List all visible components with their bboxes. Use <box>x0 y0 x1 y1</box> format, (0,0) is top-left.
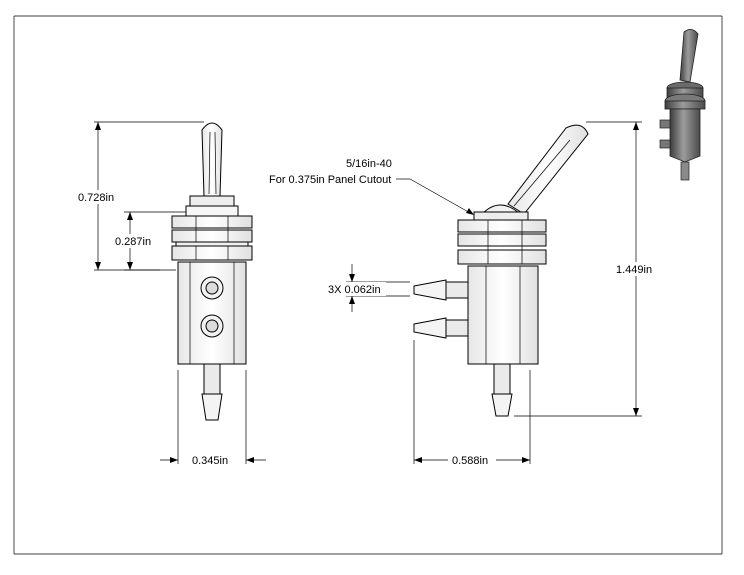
side-barb-bottom <box>413 317 469 339</box>
front-view: 0.728in 0.287in 0.345in <box>76 121 266 467</box>
dim-barb: 3X 0.062in <box>326 264 410 312</box>
dim-0345: 0.345in <box>160 370 266 467</box>
dim-label-width-front: 0.345in <box>192 455 228 467</box>
front-nut-mid <box>171 229 253 243</box>
side-nut-top <box>457 219 547 233</box>
front-lever <box>201 122 223 197</box>
sheet-border <box>13 15 723 555</box>
dim-label-barb: 3X 0.062in <box>328 284 381 296</box>
side-nut-mid <box>457 233 547 247</box>
front-nut-bottom <box>171 245 253 261</box>
dim-label-height-front: 0.728in <box>78 192 114 204</box>
thread-label-line1: 5/16in-40 <box>346 158 392 170</box>
dim-1449: 1.449in <box>514 121 658 417</box>
toggle-valve-isometric-icon <box>659 29 706 181</box>
side-nut-bottom <box>457 249 547 265</box>
side-bottom-barb <box>493 363 511 395</box>
side-barb-top <box>413 279 469 301</box>
side-lever <box>507 124 589 215</box>
front-thread <box>189 195 235 207</box>
dim-0588: 0.588in <box>413 340 531 467</box>
side-body <box>467 265 539 365</box>
dim-label-width-side: 0.588in <box>452 455 488 467</box>
dim-0287: 0.287in <box>114 211 186 271</box>
side-view: 5/16in-40 For 0.375in Panel Cutout 3X 0.… <box>269 121 658 467</box>
thread-callout: 5/16in-40 For 0.375in Panel Cutout <box>269 158 474 215</box>
front-nut-top <box>171 215 253 229</box>
dim-label-total-height: 1.449in <box>616 264 652 276</box>
thread-label-line2: For 0.375in Panel Cutout <box>269 174 391 186</box>
front-barb <box>203 363 221 395</box>
dim-label-bushing: 0.287in <box>115 236 151 248</box>
